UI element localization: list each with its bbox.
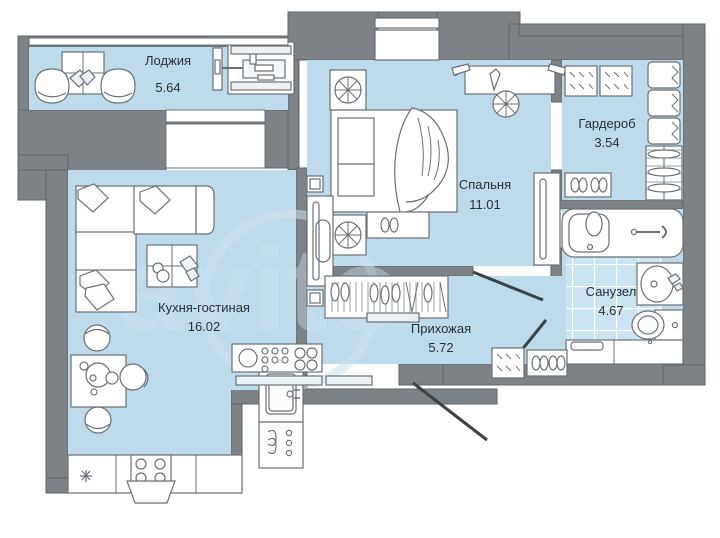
hanging-rail xyxy=(645,145,683,201)
counter-strip-1 xyxy=(235,375,323,386)
dishwasher xyxy=(258,421,304,469)
loggia-armchair-right xyxy=(100,68,136,104)
label-wardrobe-area: 3.54 xyxy=(594,135,619,150)
label-bedroom-area: 11.01 xyxy=(469,197,501,212)
bedroom-door xyxy=(472,270,544,302)
label-hallway-area: 5.72 xyxy=(428,340,453,355)
dining-chair-1 xyxy=(83,324,111,352)
label-kitchen-name: Кухня-гостиная xyxy=(158,300,250,315)
shoe-rack xyxy=(564,172,612,198)
storage-box-1 xyxy=(564,65,598,97)
hallway-floor-2 xyxy=(307,266,317,364)
label-kitchen-area: 16.02 xyxy=(188,319,221,334)
room-labels: Лоджия 5.64 Кухня-гостиная 16.02 Спальня… xyxy=(145,53,636,355)
loggia-door xyxy=(165,109,266,169)
coffee-table xyxy=(146,244,200,288)
refrigerator xyxy=(258,366,304,423)
bed-bench xyxy=(366,211,430,239)
label-hallway-name: Прихожая xyxy=(411,321,471,336)
hall-wardrobe xyxy=(324,275,449,323)
double-bed xyxy=(330,107,458,213)
label-bathroom-area: 4.67 xyxy=(598,303,623,318)
hallway-fixtures xyxy=(306,175,568,442)
bedroom-window xyxy=(374,17,440,61)
loggia-window xyxy=(28,37,289,46)
washing-machine xyxy=(565,339,684,365)
dining-chair-3 xyxy=(84,406,112,434)
entry-slippers xyxy=(526,349,568,377)
label-bathroom-name: Санузел xyxy=(586,284,637,299)
dining-table xyxy=(70,354,127,408)
exercise-machine xyxy=(212,41,295,95)
media-unit xyxy=(231,343,323,373)
nightstand-top xyxy=(329,69,367,111)
desk xyxy=(451,63,567,95)
loggia-furniture xyxy=(34,41,295,104)
sink xyxy=(126,480,176,504)
shoe-cabinet xyxy=(491,347,525,379)
desk-chair xyxy=(492,90,520,118)
label-loggia-area: 5.64 xyxy=(155,80,180,95)
bedroom-furniture xyxy=(329,17,567,302)
shelf-stack xyxy=(647,61,681,145)
bathroom-fixtures xyxy=(502,208,684,373)
label-bedroom-name: Спальня xyxy=(459,177,511,192)
counter-strip-2 xyxy=(325,375,373,386)
kitchen-living-furniture xyxy=(67,183,373,504)
kitchen-counter xyxy=(67,454,243,504)
sofa-sectional xyxy=(75,183,215,313)
loggia-armchair-left xyxy=(34,68,70,104)
washbasin xyxy=(636,262,684,306)
label-loggia-name: Лоджия xyxy=(145,53,191,68)
entrance-door xyxy=(412,381,488,442)
storage-box-2 xyxy=(599,65,633,97)
label-wardrobe-name: Гардероб xyxy=(578,116,635,131)
nightstand-bottom xyxy=(329,214,367,256)
dining-chair-2 xyxy=(119,363,147,391)
mirror-cabinet xyxy=(306,195,334,287)
wardrobe-tall xyxy=(533,172,561,266)
toilet xyxy=(631,309,684,341)
wardrobe-fixtures xyxy=(564,61,683,201)
bathtub xyxy=(561,208,684,258)
